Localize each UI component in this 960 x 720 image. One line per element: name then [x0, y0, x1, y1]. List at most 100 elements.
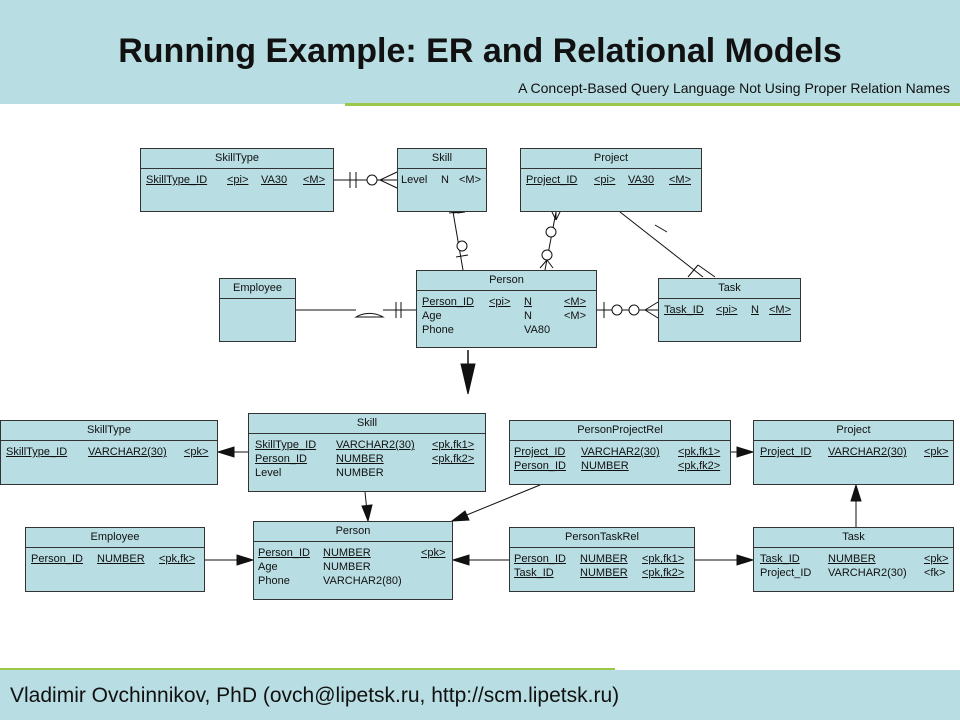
rel-link-ptr-person: [451, 554, 509, 566]
er-link-person-task: [597, 301, 659, 319]
rel-personprojectrel-row: Project_ID VARCHAR2(30) <pk,fk1>: [510, 445, 730, 459]
er-task-row: Task_ID <pi> N <M>: [659, 303, 800, 317]
er-skilltype-attr-key: <pi>: [227, 174, 249, 186]
er-project-attr-mandatory: <M>: [669, 174, 692, 186]
rel-table-project-name: Project: [754, 421, 953, 441]
rel-table-person[interactable]: Person Person_ID NUMBER <pk> Age NUMBER …: [253, 521, 453, 600]
rel-table-employee-name: Employee: [26, 528, 204, 548]
slide-footer: [0, 670, 960, 720]
er-entity-employee[interactable]: Employee: [219, 278, 296, 342]
er-entity-project[interactable]: Project Project_ID <pi> VA30 <M>: [520, 148, 702, 212]
rel-table-skill[interactable]: Skill SkillType_ID VARCHAR2(30) <pk,fk1>…: [248, 413, 486, 492]
rel-persontaskrel-col-type: NUMBER: [580, 567, 628, 579]
rel-employee-col-name: Person_ID: [31, 553, 83, 565]
rel-person-col-name: Phone: [258, 575, 290, 587]
rel-personprojectrel-col-key: <pk,fk2>: [678, 460, 721, 472]
rel-persontaskrel-row: Task_ID NUMBER <pk,fk2>: [510, 566, 694, 580]
rel-table-employee[interactable]: Employee Person_ID NUMBER <pk,fk>: [25, 527, 205, 592]
rel-person-row: Phone VARCHAR2(80): [254, 574, 452, 588]
rel-skill-col-key: <pk,fk1>: [432, 439, 475, 451]
rel-link-ppr-person: [450, 484, 541, 522]
er-person-attr-name: Person_ID: [422, 296, 474, 308]
slide-subtitle: A Concept-Based Query Language Not Using…: [518, 80, 950, 96]
er-task-attr-name: Task_ID: [664, 304, 704, 316]
rel-person-col-name: Person_ID: [258, 547, 310, 559]
er-person-attr-type: N: [524, 296, 532, 308]
rel-task-row: Project_ID VARCHAR2(30) <fk>: [754, 566, 953, 580]
rel-table-project[interactable]: Project Project_ID VARCHAR2(30) <pk>: [753, 420, 954, 485]
er-entity-skilltype-name: SkillType: [141, 149, 333, 169]
rel-task-col-key: <fk>: [924, 567, 946, 579]
er-task-attr-key: <pi>: [716, 304, 738, 316]
rel-task-col-name: Project_ID: [760, 567, 812, 579]
er-entity-person-name: Person: [417, 271, 596, 291]
er-entity-person[interactable]: Person Person_ID <pi> N <M> Age N <M> Ph…: [416, 270, 597, 348]
rel-task-col-key: <pk>: [924, 553, 949, 565]
er-task-attr-type: N: [751, 304, 759, 316]
rel-link-employee-person: [205, 554, 255, 566]
rel-persontaskrel-col-name: Task_ID: [514, 567, 554, 579]
er-skilltype-attr-mandatory: <M>: [303, 174, 326, 186]
er-project-row: Project_ID <pi> VA30 <M>: [521, 173, 701, 187]
er-project-attr-key: <pi>: [594, 174, 616, 186]
rel-table-skilltype-name: SkillType: [1, 421, 217, 441]
rel-table-personprojectrel-name: PersonProjectRel: [510, 421, 730, 441]
rel-table-task[interactable]: Task Task_ID NUMBER <pk> Project_ID VARC…: [753, 527, 954, 592]
rel-person-col-type: NUMBER: [323, 561, 371, 573]
er-entity-task[interactable]: Task Task_ID <pi> N <M>: [658, 278, 801, 342]
er-entity-skill[interactable]: Skill Level N <M>: [397, 148, 487, 212]
rel-skill-col-type: VARCHAR2(30): [336, 439, 415, 451]
rel-link-ptr-task: [695, 554, 755, 566]
rel-link-skill-person: [361, 491, 373, 523]
rel-table-persontaskrel[interactable]: PersonTaskRel Person_ID NUMBER <pk,fk1> …: [509, 527, 695, 592]
er-person-attr-mandatory: <M>: [564, 296, 587, 308]
er-skill-attr-type: N: [441, 174, 449, 186]
er-link-employee-person: [296, 302, 416, 318]
er-task-attr-mandatory: <M>: [769, 304, 792, 316]
rel-employee-col-key: <pk,fk>: [159, 553, 196, 565]
rel-task-row: Task_ID NUMBER <pk>: [754, 552, 953, 566]
rel-project-col-name: Project_ID: [760, 446, 812, 458]
er-entity-skilltype[interactable]: SkillType SkillType_ID <pi> VA30 <M>: [140, 148, 334, 212]
rel-skill-row: Person_ID NUMBER <pk,fk2>: [249, 452, 485, 466]
rel-task-col-type: VARCHAR2(30): [828, 567, 907, 579]
er-person-attr-type: VA80: [524, 324, 551, 336]
rel-personprojectrel-row: Person_ID NUMBER <pk,fk2>: [510, 459, 730, 473]
slide-title: Running Example: ER and Relational Model…: [118, 32, 842, 70]
er-entity-project-name: Project: [521, 149, 701, 169]
er-skilltype-attr-name: SkillType_ID: [146, 174, 208, 186]
er-link-skill-person: [448, 211, 469, 271]
rel-link-task-project: [850, 483, 862, 527]
rel-skill-row: Level NUMBER: [249, 466, 485, 480]
er-person-row: Age N <M>: [417, 309, 596, 323]
rel-task-col-name: Task_ID: [760, 553, 800, 565]
footer-author: Vladimir Ovchinnikov, PhD (ovch@lipetsk.…: [10, 684, 620, 707]
rel-person-col-type: VARCHAR2(80): [323, 575, 402, 587]
er-person-attr-type: N: [524, 310, 532, 322]
er-person-attr-mandatory: <M>: [564, 310, 587, 322]
rel-table-skill-name: Skill: [249, 414, 485, 434]
er-project-attr-type: VA30: [628, 174, 655, 186]
rel-person-row: Person_ID NUMBER <pk>: [254, 546, 452, 560]
rel-personprojectrel-col-key: <pk,fk1>: [678, 446, 721, 458]
rel-skill-col-key: <pk,fk2>: [432, 453, 475, 465]
rel-skill-col-type: NUMBER: [336, 453, 384, 465]
rel-table-skilltype[interactable]: SkillType SkillType_ID VARCHAR2(30) <pk>: [0, 420, 218, 485]
er-skill-attr-name: Level: [401, 174, 428, 186]
rel-skill-row: SkillType_ID VARCHAR2(30) <pk,fk1>: [249, 438, 485, 452]
rel-persontaskrel-col-key: <pk,fk2>: [642, 567, 685, 579]
er-person-row: Person_ID <pi> N <M>: [417, 295, 596, 309]
rel-table-personprojectrel[interactable]: PersonProjectRel Project_ID VARCHAR2(30)…: [509, 420, 731, 485]
er-link-skilltype-skill: [334, 171, 398, 189]
rel-person-row: Age NUMBER: [254, 560, 452, 574]
footer-accent-line: [0, 668, 615, 671]
er-skilltype-attr-type: VA30: [261, 174, 288, 186]
er-skill-row: Level N <M>: [398, 173, 486, 187]
er-link-project-task: [619, 211, 716, 278]
rel-skill-col-name: Level: [255, 467, 282, 479]
rel-persontaskrel-row: Person_ID NUMBER <pk,fk1>: [510, 552, 694, 566]
rel-skill-col-name: SkillType_ID: [255, 439, 317, 451]
rel-project-col-key: <pk>: [924, 446, 949, 458]
rel-persontaskrel-col-name: Person_ID: [514, 553, 566, 565]
